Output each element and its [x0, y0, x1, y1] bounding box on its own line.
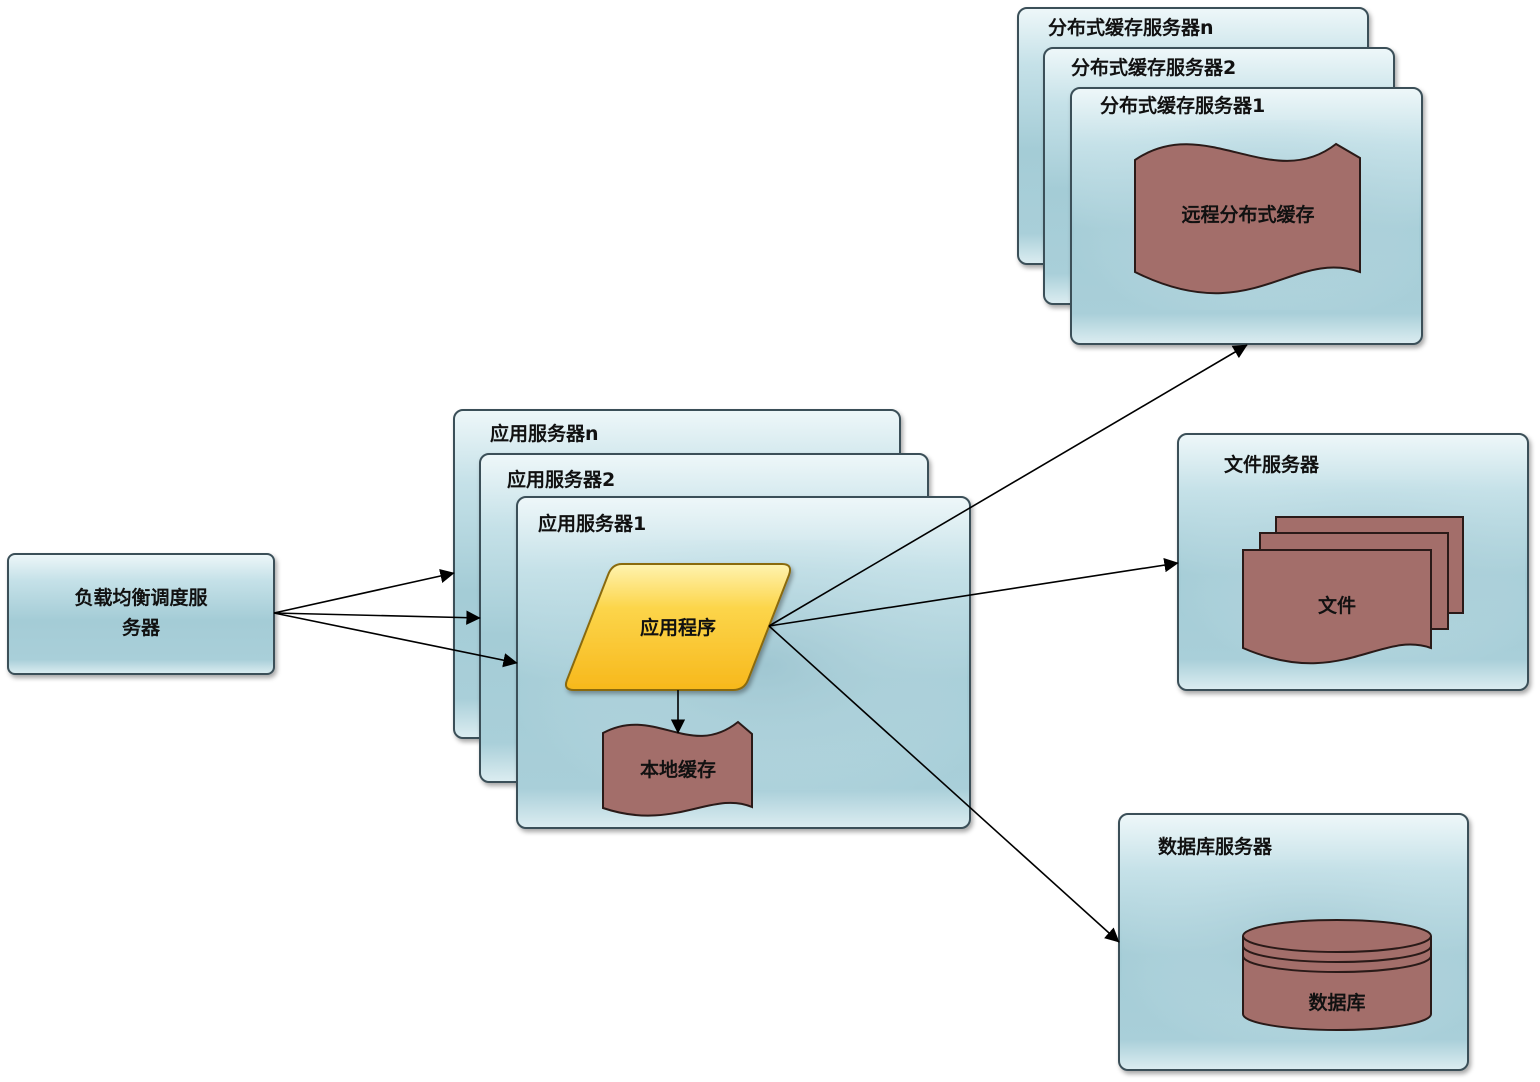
app-server-n-title: 应用服务器n [490, 422, 599, 445]
file-server: 文件服务器 文件 [1177, 433, 1529, 691]
arrow-lb-to-app-2 [273, 610, 481, 625]
db-server: 数据库服务器 数据库 [1118, 813, 1469, 1071]
app-server-2-title: 应用服务器2 [507, 468, 615, 491]
arrow-app-to-file [768, 557, 1179, 627]
remote-cache-shape [1134, 142, 1361, 295]
cache-server-1: 分布式缓存服务器1 远程分布式缓存 [1070, 87, 1423, 345]
connectors [273, 344, 1248, 943]
local-cache-shape [602, 720, 753, 817]
files-label: 文件 [1318, 594, 1356, 617]
arrow-lb-to-app-n [273, 568, 455, 614]
local-cache-label: 本地缓存 [640, 758, 716, 781]
arrow-lb-to-app-1 [273, 612, 518, 668]
arrow-app-to-db [768, 625, 1120, 943]
application-label: 应用程序 [640, 616, 716, 639]
load-balancer: 负载均衡调度服 务器 [7, 553, 275, 675]
load-balancer-label-line2: 务器 [122, 616, 161, 639]
app-server-1: 应用服务器1 应用程序 本地缓存 [516, 496, 971, 829]
file-server-title: 文件服务器 [1224, 453, 1320, 476]
database-label: 数据库 [1308, 991, 1365, 1014]
cache-server-n-title: 分布式缓存服务器n [1048, 16, 1214, 39]
database-cylinder-icon [1242, 919, 1432, 1031]
cache-server-1-title: 分布式缓存服务器1 [1100, 94, 1265, 117]
load-balancer-label-line1: 负载均衡调度服 [74, 586, 208, 609]
arrow-app-to-cache [768, 344, 1248, 627]
db-server-title: 数据库服务器 [1158, 835, 1273, 858]
remote-cache-label: 远程分布式缓存 [1181, 203, 1314, 226]
application-shape [564, 563, 792, 691]
cache-server-2-title: 分布式缓存服务器2 [1071, 56, 1236, 79]
app-server-1-title: 应用服务器1 [538, 512, 646, 535]
files-shape [1242, 516, 1464, 665]
